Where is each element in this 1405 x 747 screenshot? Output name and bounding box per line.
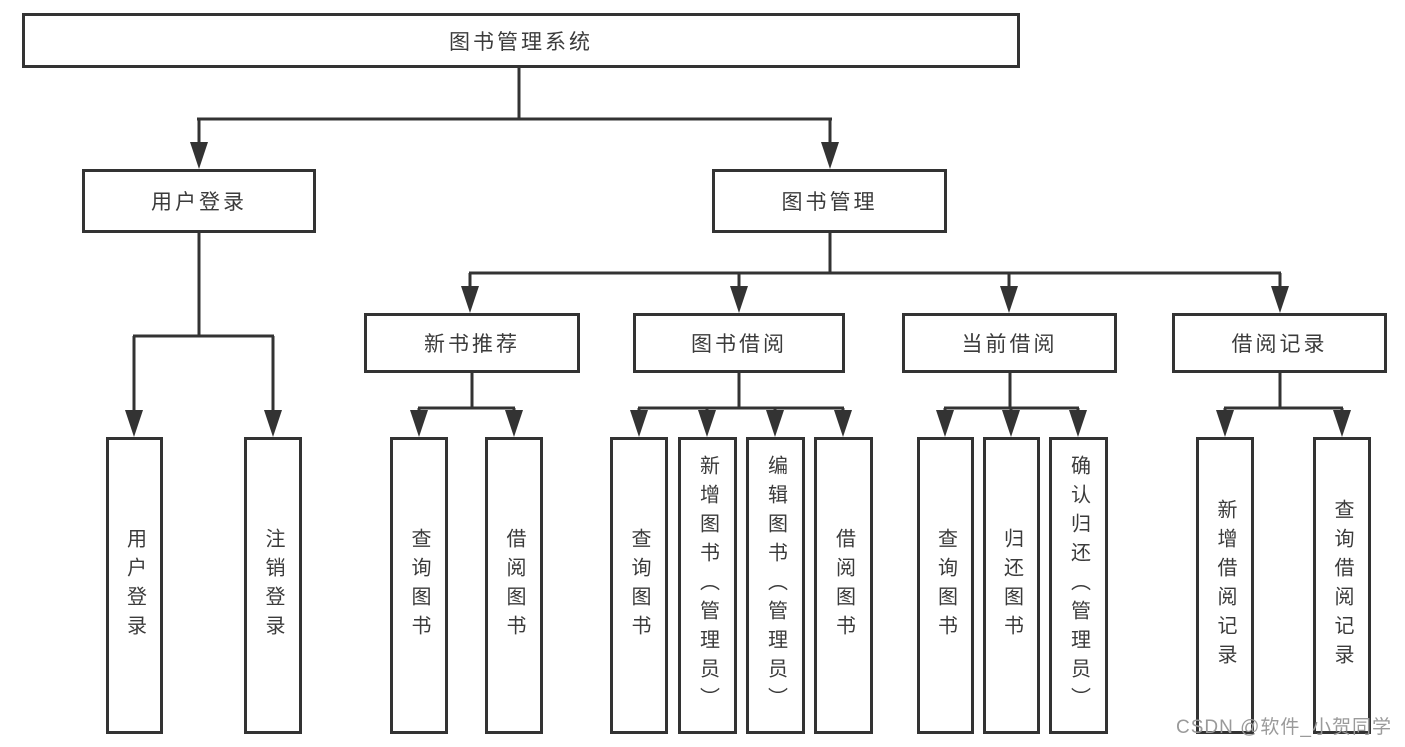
leaf-query-books-2: 查询图书 bbox=[610, 437, 668, 734]
arrowhead-leaf-borrow-books-2 bbox=[834, 410, 852, 437]
arrowhead-leaf-edit-book bbox=[766, 410, 784, 437]
arrowhead-book-management bbox=[821, 142, 839, 169]
arrowhead-leaf-add-record bbox=[1216, 410, 1234, 437]
arrowhead-leaf-user-login bbox=[125, 410, 143, 437]
arrowhead-borrow-records bbox=[1271, 286, 1289, 313]
arrowhead-current-borrow bbox=[1000, 286, 1018, 313]
arrowhead-leaf-logout bbox=[264, 410, 282, 437]
node-root: 图书管理系统 bbox=[22, 13, 1020, 68]
arrowheads bbox=[125, 142, 1351, 437]
arrowhead-leaf-query-books-3 bbox=[936, 410, 954, 437]
arrowhead-leaf-return-books bbox=[1002, 410, 1020, 437]
leaf-add-borrow-record-label: 新增借阅记录 bbox=[1214, 498, 1236, 673]
leaf-borrow-books-1-label: 借阅图书 bbox=[503, 527, 525, 644]
leaf-add-book-admin-label: 新增图书（管理员） bbox=[696, 455, 719, 716]
leaf-query-books-1-label: 查询图书 bbox=[408, 527, 430, 644]
watermark: CSDN @软件_小贺同学 bbox=[1176, 717, 1392, 738]
leaf-borrow-books-1: 借阅图书 bbox=[485, 437, 543, 734]
arrowhead-new-book-recommend bbox=[461, 286, 479, 313]
arrowhead-leaf-add-book bbox=[698, 410, 716, 437]
arrowhead-leaf-confirm-return bbox=[1069, 410, 1087, 437]
node-book-management: 图书管理 bbox=[712, 169, 947, 233]
leaf-edit-book-admin: 编辑图书（管理员） bbox=[746, 437, 805, 734]
arrowhead-leaf-borrow-books-1 bbox=[505, 410, 523, 437]
leaf-add-book-admin: 新增图书（管理员） bbox=[678, 437, 737, 734]
leaf-query-books-1: 查询图书 bbox=[390, 437, 448, 734]
node-user-login: 用户登录 bbox=[82, 169, 316, 233]
arrowhead-leaf-query-record bbox=[1333, 410, 1351, 437]
leaf-query-books-3: 查询图书 bbox=[917, 437, 974, 734]
arrowhead-leaf-query-books-2 bbox=[630, 410, 648, 437]
leaf-borrow-books-2: 借阅图书 bbox=[814, 437, 873, 734]
leaf-return-books: 归还图书 bbox=[983, 437, 1040, 734]
leaf-logout: 注销登录 bbox=[244, 437, 302, 734]
leaf-add-borrow-record: 新增借阅记录 bbox=[1196, 437, 1254, 734]
node-new-book-recommend: 新书推荐 bbox=[364, 313, 580, 373]
leaf-return-books-label: 归还图书 bbox=[1000, 527, 1023, 644]
node-current-borrow: 当前借阅 bbox=[902, 313, 1117, 373]
leaf-query-books-3-label: 查询图书 bbox=[934, 527, 957, 644]
node-book-borrow: 图书借阅 bbox=[633, 313, 845, 373]
leaf-user-login-label: 用户登录 bbox=[123, 527, 146, 644]
arrowhead-leaf-query-books-1 bbox=[410, 410, 428, 437]
leaf-logout-label: 注销登录 bbox=[262, 527, 284, 644]
leaf-query-borrow-record: 查询借阅记录 bbox=[1313, 437, 1371, 734]
leaf-edit-book-admin-label: 编辑图书（管理员） bbox=[764, 455, 787, 716]
leaf-confirm-return-admin: 确认归还（管理员） bbox=[1049, 437, 1108, 734]
leaf-query-borrow-record-label: 查询借阅记录 bbox=[1331, 498, 1353, 673]
leaf-user-login: 用户登录 bbox=[106, 437, 163, 734]
leaf-confirm-return-admin-label: 确认归还（管理员） bbox=[1067, 455, 1090, 716]
leaf-borrow-books-2-label: 借阅图书 bbox=[832, 527, 855, 644]
arrowhead-user-login bbox=[190, 142, 208, 169]
node-borrow-records: 借阅记录 bbox=[1172, 313, 1387, 373]
arrowhead-book-borrow bbox=[730, 286, 748, 313]
leaf-query-books-2-label: 查询图书 bbox=[628, 527, 650, 644]
